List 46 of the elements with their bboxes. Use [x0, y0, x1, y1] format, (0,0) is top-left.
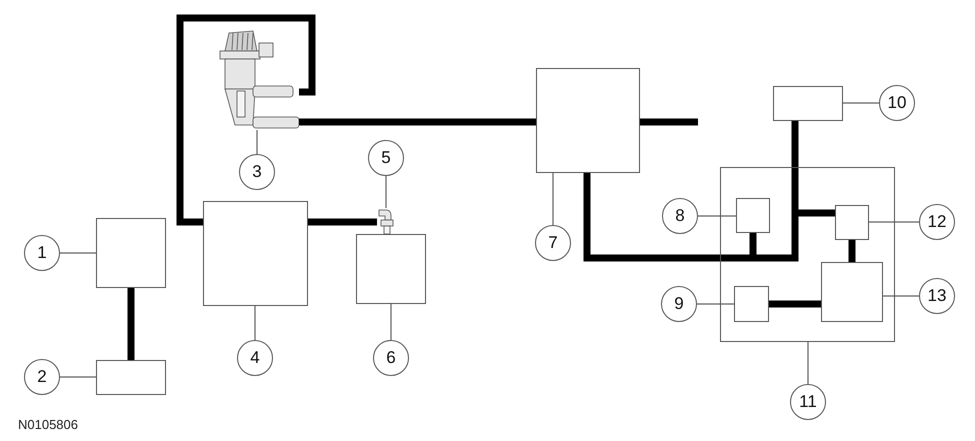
component-box: [773, 86, 843, 121]
component-box: [96, 218, 166, 288]
callout-number: 10: [879, 85, 915, 121]
leader-line: [552, 173, 554, 225]
callout-number: 13: [919, 278, 955, 314]
hose-line: [848, 240, 856, 262]
callout-number: 2: [24, 359, 60, 395]
leader-line: [843, 102, 879, 104]
hose-line: [769, 300, 821, 308]
component-box: [356, 234, 426, 304]
component-box: [736, 198, 770, 233]
callout-number: 3: [239, 154, 275, 190]
hose-line: [640, 118, 698, 126]
leader-line: [60, 376, 96, 378]
component-box: [96, 360, 166, 395]
leader-line: [256, 130, 258, 154]
callout-number: 6: [373, 340, 409, 376]
leader-line: [390, 304, 392, 340]
figure-code: N0105806: [18, 417, 78, 432]
component-box: [835, 205, 869, 240]
component-box: [734, 286, 769, 322]
leader-line: [385, 176, 387, 208]
leader-line: [697, 303, 734, 305]
component-box: [821, 262, 883, 322]
callout-number: 7: [535, 225, 571, 261]
leader-line: [60, 252, 96, 254]
leader-line: [883, 295, 919, 297]
leader-line: [698, 215, 736, 217]
hose-line: [299, 118, 536, 126]
leader-line: [869, 221, 919, 223]
sensor-drawing: [377, 208, 395, 234]
callout-number: 11: [790, 384, 826, 420]
module-box: [720, 167, 895, 342]
hose-line: [176, 14, 316, 226]
callout-number: 4: [237, 340, 273, 376]
callout-number: 1: [24, 235, 60, 271]
component-box: [536, 68, 640, 173]
callout-number: 5: [368, 140, 404, 176]
callout-number: 8: [662, 198, 698, 234]
hose-line: [308, 218, 377, 226]
callout-number: 9: [661, 286, 697, 322]
hose-line: [128, 288, 134, 360]
callout-number: 12: [919, 204, 955, 240]
leader-line: [254, 306, 256, 340]
component-box: [203, 201, 308, 306]
leader-line: [807, 342, 809, 384]
